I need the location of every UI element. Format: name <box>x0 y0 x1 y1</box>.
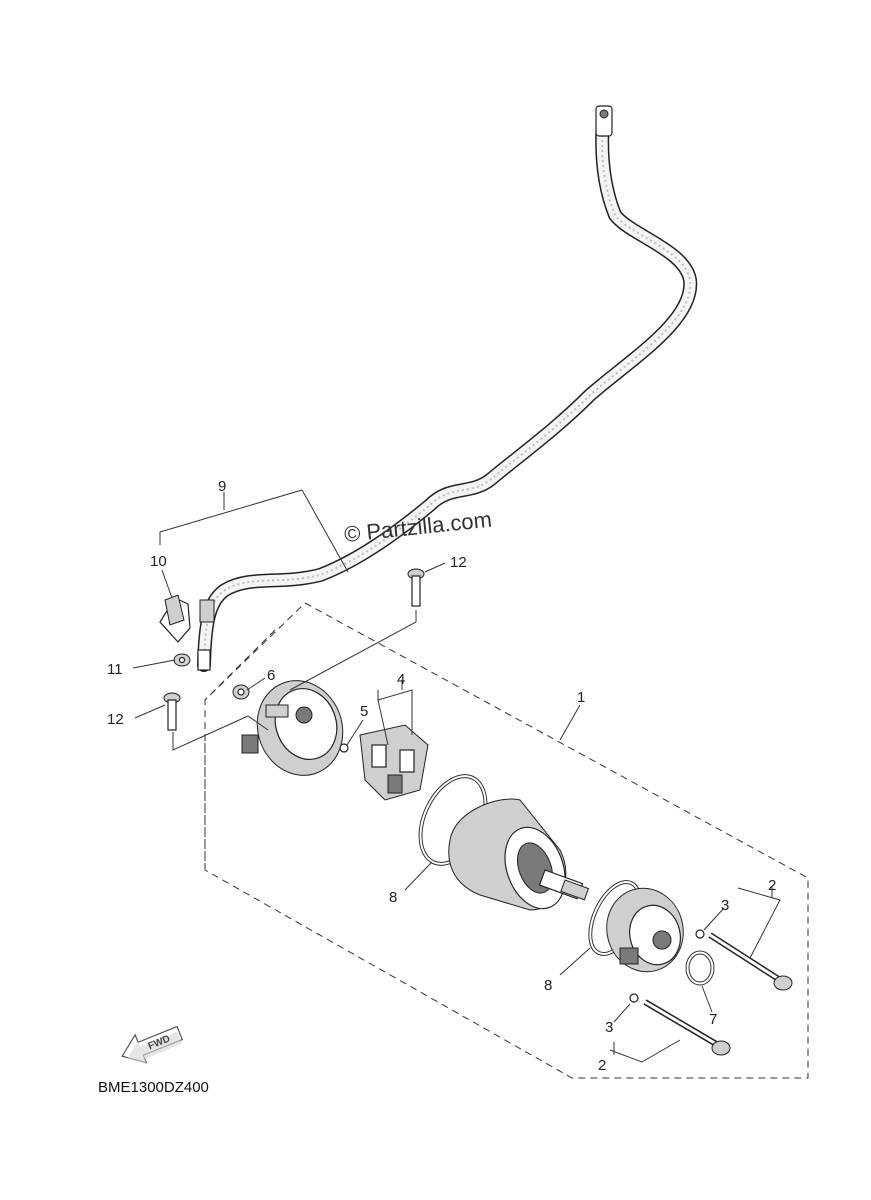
bolt-part-12-lower <box>163 692 181 731</box>
starter-front-cover <box>606 887 684 973</box>
washer-part-5 <box>339 743 349 753</box>
callout-12-upper: 12 <box>450 554 467 571</box>
callout-2-lower: 2 <box>598 1057 606 1074</box>
callout-8-lower: 8 <box>544 977 552 994</box>
starter-yoke <box>448 798 590 911</box>
washer-part-3-lower <box>629 993 639 1003</box>
assembly-outline-part-1 <box>204 602 809 1079</box>
leader-lines <box>132 489 781 1063</box>
washer-part-3-upper <box>695 929 705 939</box>
callout-12-lower: 12 <box>107 711 124 728</box>
fwd-arrow-icon: FWD <box>121 1025 184 1065</box>
callout-3-lower: 3 <box>605 1019 613 1036</box>
callout-9: 9 <box>218 478 226 495</box>
starter-rear-cover <box>241 680 344 776</box>
callout-7: 7 <box>709 1011 717 1028</box>
callout-6: 6 <box>267 667 275 684</box>
starter-cable <box>197 105 698 672</box>
through-bolt-part-2-lower <box>643 999 731 1056</box>
bolt-part-12-upper <box>407 568 425 607</box>
through-bolt-part-2-upper <box>708 932 793 991</box>
callout-2-upper: 2 <box>768 877 776 894</box>
callout-11: 11 <box>107 661 123 678</box>
nut-part-11 <box>173 653 191 667</box>
callout-labels: 9 10 12 11 6 4 1 5 12 8 2 3 8 7 3 2 <box>107 478 776 1074</box>
callout-3-upper: 3 <box>721 897 729 914</box>
callout-10: 10 <box>150 553 167 570</box>
o-ring-part-7 <box>685 950 715 986</box>
nut-part-6 <box>232 684 250 700</box>
callout-1: 1 <box>577 689 585 706</box>
diagram-code: BME1300DZ400 <box>98 1079 209 1096</box>
callout-4: 4 <box>397 671 405 688</box>
callout-5: 5 <box>360 703 368 720</box>
callout-8-upper: 8 <box>389 889 397 906</box>
cable-boot-part-10 <box>159 594 191 643</box>
brush-holder-part-4 <box>359 724 429 801</box>
